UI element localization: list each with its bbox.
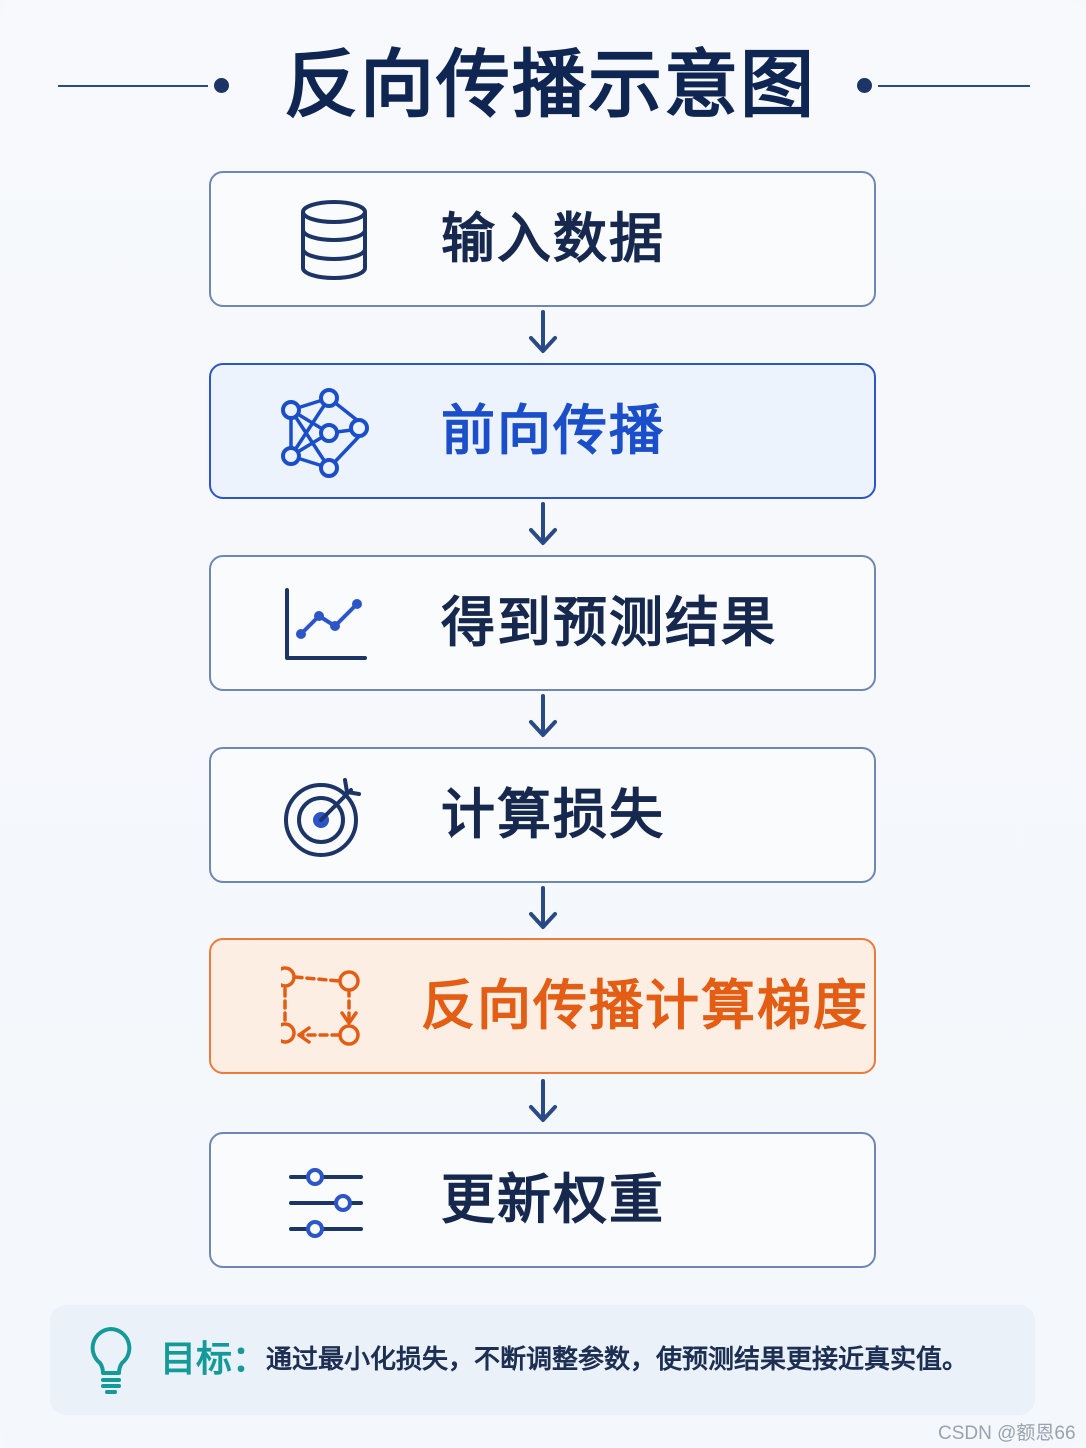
target-icon	[271, 772, 371, 862]
goal-text: 通过最小化损失，不断调整参数，使预测结果更接近真实值。	[266, 1345, 969, 1375]
arrow-down-icon	[529, 502, 557, 545]
step-update-weights: 更新权重	[209, 1132, 876, 1268]
watermark: CSDN @额恩66	[938, 1423, 1076, 1444]
page-title: 反向传播示意图	[284, 42, 816, 128]
step-label: 更新权重	[441, 1168, 665, 1231]
step-label: 计算损失	[441, 783, 665, 846]
goal-box: 目标： 通过最小化损失，不断调整参数，使预测结果更接近真实值。	[50, 1305, 1035, 1415]
step-label: 输入数据	[441, 207, 665, 270]
step-label: 前向传播	[441, 399, 665, 462]
lightbulb-icon	[86, 1325, 136, 1395]
step-backprop-gradient: 反向传播计算梯度	[209, 938, 876, 1074]
arrow-down-icon	[529, 886, 557, 929]
title-line-left	[58, 85, 208, 87]
title-dot-left	[214, 78, 229, 93]
neural-network-icon	[271, 388, 371, 478]
arrow-down-icon	[529, 310, 557, 353]
line-chart-icon	[271, 580, 371, 670]
arrow-down-icon	[529, 694, 557, 737]
step-get-prediction: 得到预测结果	[209, 555, 876, 691]
title-row: 反向传播示意图	[0, 40, 1086, 130]
step-input-data: 输入数据	[209, 171, 876, 307]
title-line-right	[878, 85, 1030, 87]
goal-label: 目标：	[160, 1339, 269, 1380]
title-dot-right	[857, 78, 872, 93]
database-icon	[271, 196, 371, 286]
backprop-cycle-icon	[271, 963, 371, 1053]
sliders-icon	[271, 1157, 371, 1247]
step-compute-loss: 计算损失	[209, 747, 876, 883]
arrow-down-icon	[529, 1079, 557, 1122]
step-forward-propagation: 前向传播	[209, 363, 876, 499]
step-label: 反向传播计算梯度	[421, 974, 869, 1037]
step-label: 得到预测结果	[441, 591, 777, 654]
